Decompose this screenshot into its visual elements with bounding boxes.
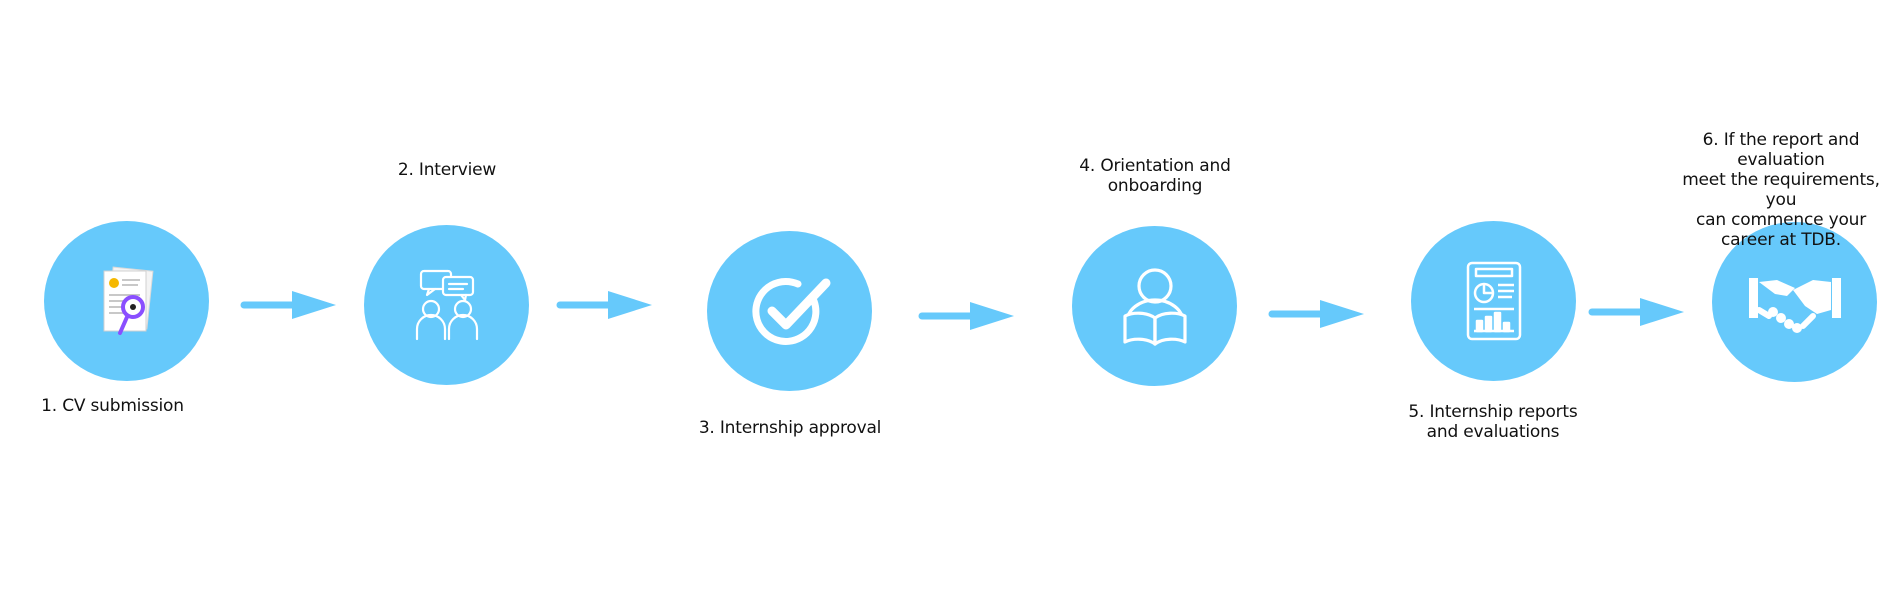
handshake-icon <box>1748 278 1841 333</box>
arrow-1-to-2 <box>240 291 336 319</box>
arrow-5-to-6 <box>1588 298 1684 326</box>
arrow-3-to-4 <box>918 302 1014 330</box>
step-1-circle <box>44 221 209 381</box>
step-2-circle <box>364 225 529 385</box>
step-6-label: 6. If the report and evaluation meet the… <box>1682 130 1880 250</box>
interview-chat-people-icon <box>415 269 478 341</box>
report-chart-document-icon <box>1466 261 1521 341</box>
cv-document-magnifier-icon <box>103 266 153 335</box>
arrow-2-to-3 <box>556 291 652 319</box>
step-2-label: 2. Interview <box>397 160 497 180</box>
step-3-circle <box>707 231 872 391</box>
step-4-label: 4. Orientation and onboarding <box>1079 156 1231 196</box>
arrow-4-to-5 <box>1268 300 1364 328</box>
step-5-label: 5. Internship reports and evaluations <box>1408 402 1578 442</box>
step-1-label: 1. CV submission <box>41 396 184 416</box>
step-3-label: 3. Internship approval <box>698 418 882 438</box>
step-4-circle <box>1072 226 1237 386</box>
step-6-circle <box>1712 222 1877 382</box>
check-circle-icon <box>751 277 830 345</box>
step-5-circle <box>1411 221 1576 381</box>
person-reading-book-icon <box>1122 268 1187 346</box>
